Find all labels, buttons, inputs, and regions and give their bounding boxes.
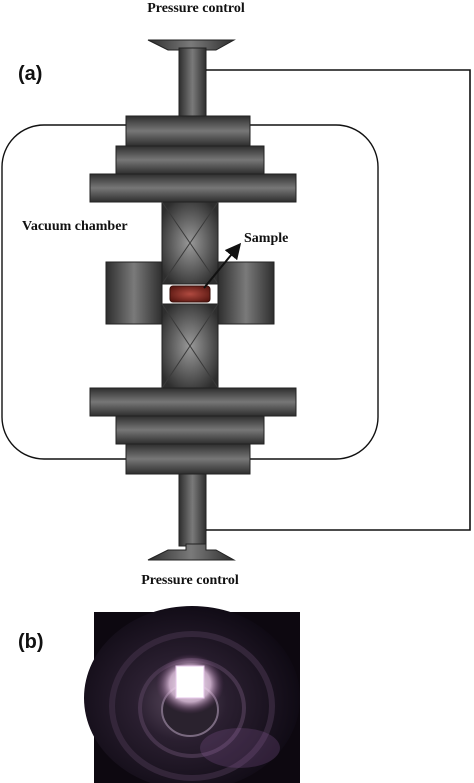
vacuum-chamber-label: Vacuum chamber	[22, 219, 128, 234]
bottom-shaft	[178, 473, 207, 547]
top-shaft	[178, 47, 207, 117]
bottom-pressure-control-label: Pressure control	[141, 573, 239, 588]
bottom-plate-2	[115, 415, 265, 445]
upper-anvil-facets	[161, 201, 219, 285]
glowing-sample	[175, 665, 205, 699]
panel-a: (a) Pressure control Vacuum chamber	[1, 1, 471, 588]
sample-photo	[84, 606, 300, 783]
bottom-pressure-inlet	[147, 473, 236, 561]
left-side-block	[105, 261, 163, 325]
panel-a-label: (a)	[18, 63, 42, 85]
pressure-control-loop-line	[206, 69, 471, 531]
top-plate-3	[89, 173, 297, 203]
top-plate-1	[125, 115, 251, 147]
panel-b: (b)	[18, 606, 300, 783]
sample-pointer-arrow	[203, 242, 242, 289]
top-pressure-control-label: Pressure control	[147, 1, 245, 16]
upper-anvil	[161, 201, 219, 285]
bottom-plate-3	[125, 443, 251, 475]
lower-anvil	[161, 303, 219, 389]
bottom-plate-1	[89, 387, 297, 417]
bottom-arrow-icon	[147, 543, 236, 561]
top-plate-2	[115, 145, 265, 175]
bottom-press-plates	[89, 387, 297, 475]
top-pressure-inlet	[147, 39, 236, 117]
sample	[169, 285, 211, 303]
right-side-block	[217, 261, 275, 325]
top-press-plates	[89, 115, 297, 203]
tube-ring-outer	[109, 631, 275, 781]
lower-anvil-facets	[161, 303, 219, 389]
sample-label: Sample	[244, 231, 288, 246]
light-reflection	[200, 728, 280, 768]
panel-b-label: (b)	[18, 631, 44, 653]
